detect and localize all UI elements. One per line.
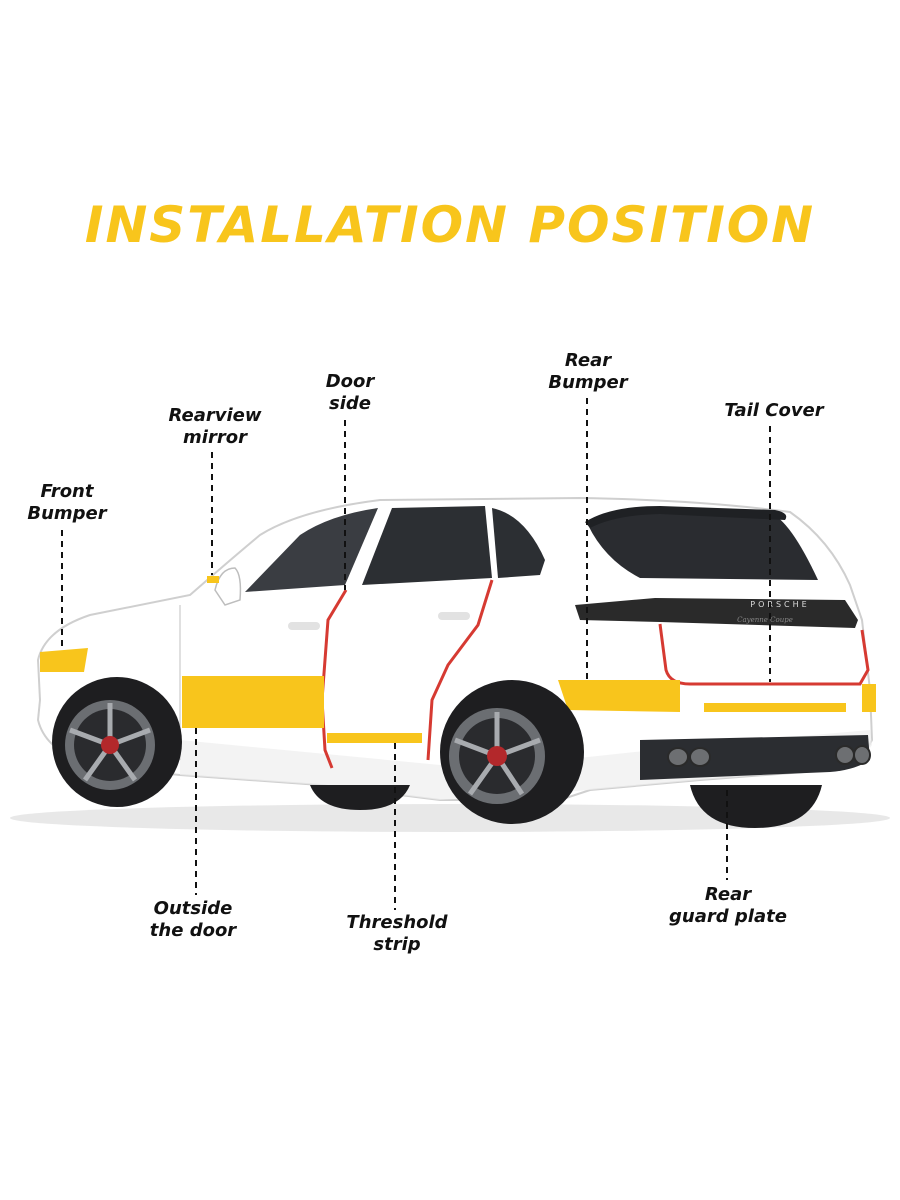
rear-guard-plate-film xyxy=(704,703,846,712)
rear-bumper-film xyxy=(558,680,680,712)
label-threshold-strip: Threshold strip xyxy=(346,912,448,955)
far-rear-wheel xyxy=(690,785,822,828)
far-front-wheel xyxy=(310,785,410,810)
label-door-side: Door side xyxy=(325,371,375,414)
quarter-window xyxy=(492,508,545,578)
outside-door-film xyxy=(182,676,324,728)
page-title: INSTALLATION POSITION xyxy=(84,196,816,254)
rear-spoiler xyxy=(585,506,787,528)
front-bumper-film xyxy=(40,648,88,672)
label-rear-bumper: Rear Bumper xyxy=(548,350,628,393)
label-rearview-mirror: Rearview mirror xyxy=(168,405,262,448)
rear-left-wheel xyxy=(440,680,584,824)
exhaust-left-2 xyxy=(689,747,711,767)
rear-door-edge-strip xyxy=(426,579,494,761)
exhaust-left xyxy=(667,747,689,767)
exhaust-right-2 xyxy=(853,745,871,765)
label-outside-door: Outside the door xyxy=(149,898,237,941)
label-rear-guard-plate: Rear guard plate xyxy=(669,884,787,927)
rear-side-window xyxy=(362,506,492,585)
threshold-strip-film xyxy=(327,733,422,743)
tail-light-bar xyxy=(575,598,858,628)
rear-diffuser xyxy=(640,735,870,780)
rear-windshield xyxy=(588,510,818,580)
mirror-film xyxy=(207,576,219,583)
brand-badge: PORSCHE xyxy=(750,600,809,609)
exhaust-right xyxy=(835,745,855,765)
label-tail-cover: Tail Cover xyxy=(724,400,824,421)
label-front-bumper: Front Bumper xyxy=(27,481,107,524)
front-wheel xyxy=(52,677,182,807)
model-badge: Cayenne Coupe xyxy=(737,616,793,624)
front-door-handle xyxy=(288,622,320,630)
ground-shadow xyxy=(10,804,890,832)
rear-door-handle xyxy=(438,612,470,620)
side-mirror xyxy=(214,567,242,606)
front-side-window xyxy=(245,508,378,592)
rear-corner-film xyxy=(862,684,876,712)
